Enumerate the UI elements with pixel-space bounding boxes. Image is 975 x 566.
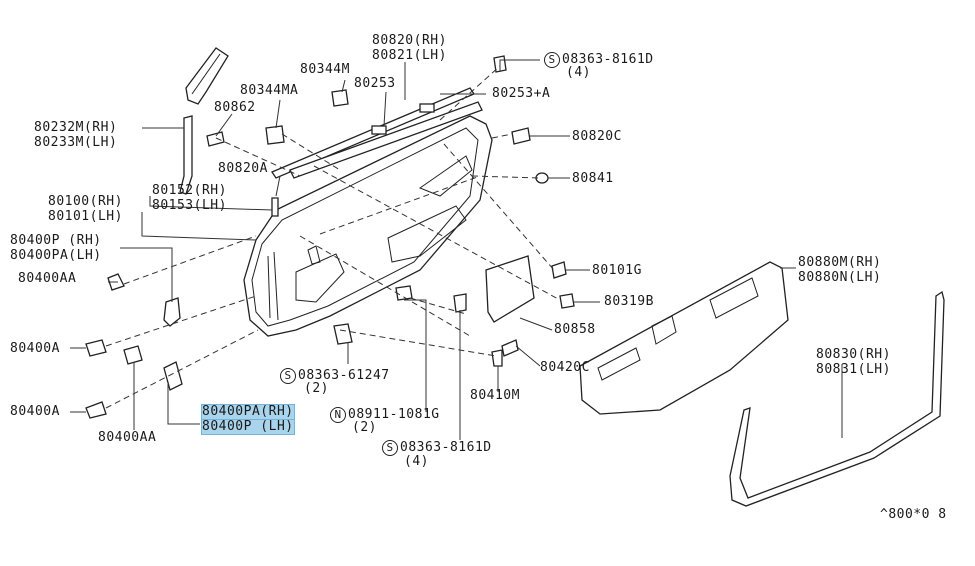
door-shell: [243, 115, 493, 337]
clip-80862: [206, 131, 225, 147]
label-80862: 80862: [214, 100, 256, 115]
strip-80232m: [179, 115, 193, 195]
label-80820a: 80820A: [218, 161, 268, 176]
screw-code: 08363-61247: [298, 368, 390, 383]
clip-80820c: [511, 127, 531, 145]
label-80400pa-lh: 80400PA(LH): [10, 248, 102, 263]
label-80153: 80153(LH): [152, 198, 227, 213]
label-80821-lh: 80821(LH): [372, 48, 447, 63]
label-80233m: 80233M(LH): [34, 135, 118, 150]
callout-nut-qty: (2): [352, 420, 377, 435]
label-80841: 80841: [572, 171, 614, 186]
label-80152: 80152(RH): [152, 183, 227, 198]
screw-code: 08363-8161D: [400, 440, 492, 455]
label-80831: 80831(LH): [816, 362, 891, 377]
label-80820-rh: 80820(RH): [372, 33, 447, 48]
label-80400a-1: 80400A: [10, 341, 60, 356]
clip-80410m: [491, 349, 503, 367]
label-80400a-2: 80400A: [10, 404, 60, 419]
label-80880m: 80880M(RH): [798, 255, 882, 270]
label-80400aa-bot: 80400AA: [98, 430, 157, 445]
screw-code: 08363-8161D: [562, 52, 654, 67]
clip-80820a: [271, 197, 279, 217]
label-80880n: 80880N(LH): [798, 270, 882, 285]
nut-symbol: N: [330, 407, 346, 423]
pocket-80858: [485, 255, 535, 323]
label-80232m: 80232M(RH): [34, 120, 118, 135]
weatherstrip-80830: [729, 290, 945, 507]
screw-symbol: S: [382, 440, 398, 456]
label-80400aa-top: 80400AA: [18, 271, 77, 286]
label-80820c: 80820C: [572, 129, 622, 144]
label-80253: 80253: [354, 76, 396, 91]
label-80101g: 80101G: [592, 263, 642, 278]
label-80400p-rh: 80400P (RH): [10, 233, 102, 248]
hinge-upper: [163, 297, 181, 327]
label-80253a: 80253+A: [492, 86, 551, 101]
callout-screw-mid-qty: (2): [304, 381, 329, 396]
rod-80420c: [501, 339, 519, 357]
label-80410m: 80410M: [470, 388, 520, 403]
clip-80344m: [331, 89, 349, 107]
bolt-80400a-1: [85, 339, 107, 357]
beltline-strips: [271, 87, 483, 179]
label-80100: 80100(RH): [48, 194, 123, 209]
clip-80319b: [559, 293, 575, 309]
label-80344m: 80344M: [300, 62, 350, 77]
label-80830: 80830(RH): [816, 347, 891, 362]
door-trim-panel: [579, 261, 789, 415]
label-80101: 80101(LH): [48, 209, 123, 224]
label-80400pa-rh[interactable]: 80400PA(RH): [201, 404, 295, 420]
label-80319b: 80319B: [604, 294, 654, 309]
clip-80344ma: [265, 125, 285, 145]
label-80420c: 80420C: [540, 360, 590, 375]
bolt-80400aa-bot: [123, 345, 143, 365]
leader-lines: [70, 59, 843, 440]
bolt-80400a-2: [85, 401, 107, 419]
callout-screw-bot-qty: (4): [404, 454, 429, 469]
screw-symbol: S: [544, 52, 560, 68]
screw-08363: [333, 323, 353, 345]
label-80858: 80858: [554, 322, 596, 337]
nut-code: 08911-1081G: [348, 407, 440, 422]
hinge-lower: [163, 361, 183, 391]
assembly-lines: [105, 65, 561, 409]
sash-corner-part: [185, 47, 229, 105]
callout-screw-top-qty: (4): [566, 65, 591, 80]
screw-lower: [453, 293, 467, 313]
nut-08911: [395, 285, 413, 301]
footer-code: ^800*0 8: [880, 507, 947, 522]
label-80344ma: 80344MA: [240, 83, 299, 98]
screw-symbol: S: [280, 368, 296, 384]
clip-80101g: [551, 261, 567, 279]
label-80400p-lh[interactable]: 80400P (LH): [201, 419, 295, 435]
